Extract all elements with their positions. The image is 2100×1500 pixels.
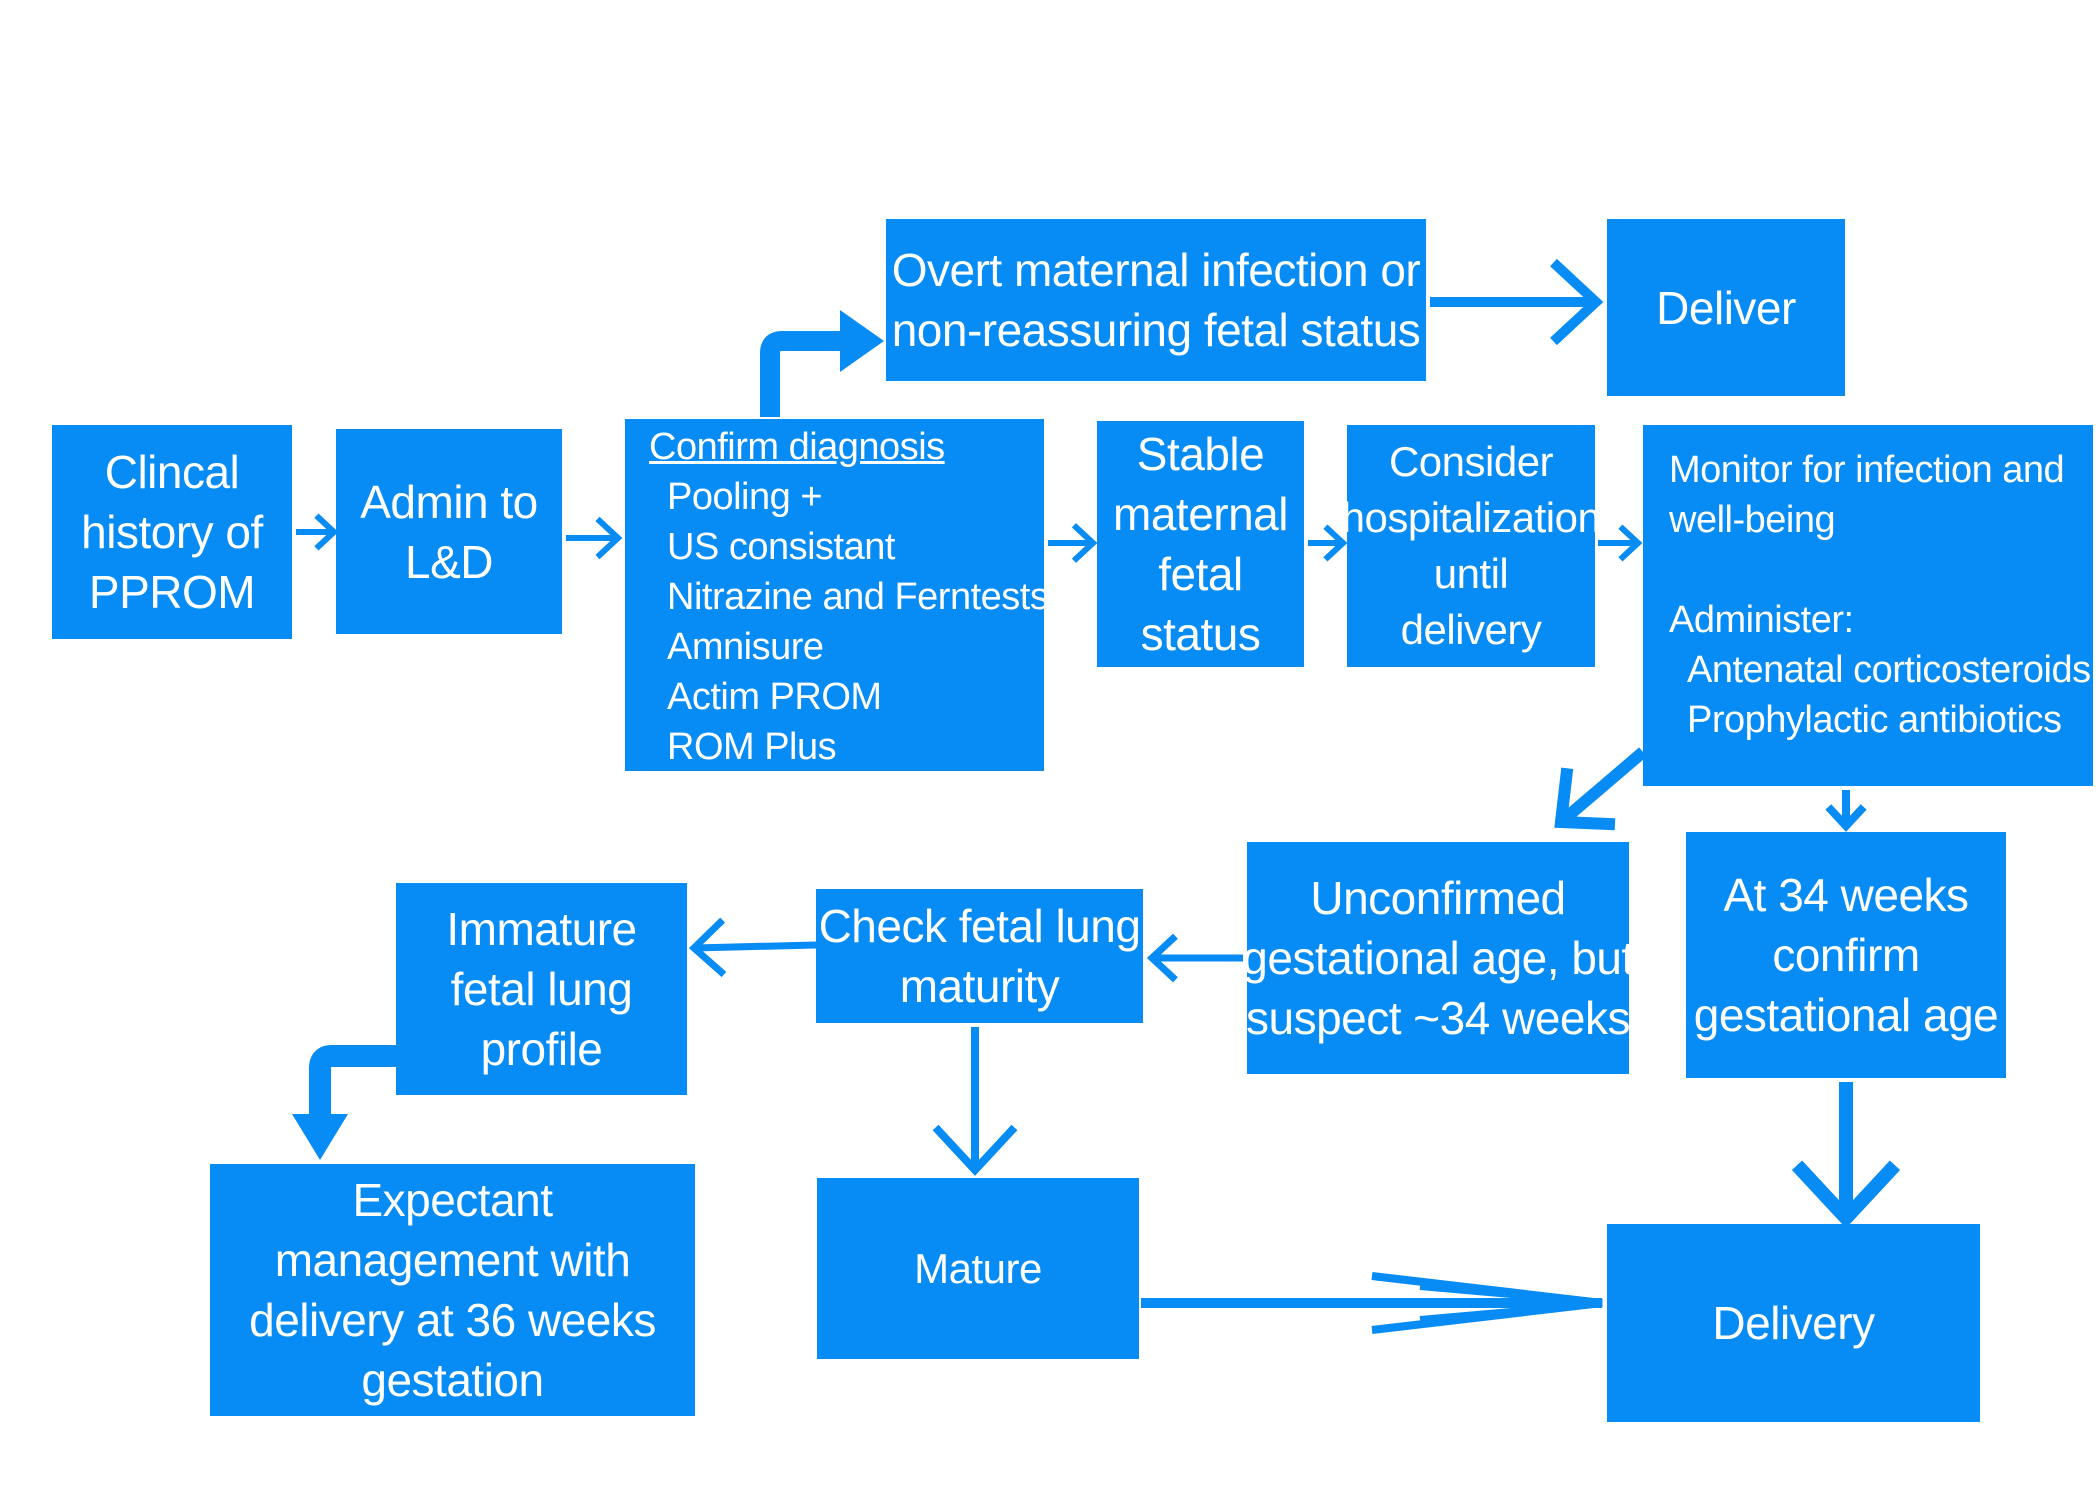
node-clinical-history: Clincal history of PPROM (52, 425, 292, 639)
node-expectant-line-3: delivery at 36 weeks (249, 1294, 656, 1346)
arrow-confirm-to-overt-shaft (760, 331, 842, 417)
node-at34-line-1: At 34 weeks (1723, 869, 1969, 921)
node-admin-line-1: Admin to (360, 475, 538, 528)
node-at34-line-2: confirm (1772, 929, 1920, 981)
node-clinical-history-line-1: Clincal (104, 446, 240, 498)
node-consider-line-4: delivery (1400, 606, 1542, 653)
node-unconfirmed-gestational-age: Unconfirmed gestational age, but suspect… (1247, 842, 1629, 1074)
arrow-monitor-to-at34-head (1825, 804, 1867, 832)
monitor-item-corticosteroids: Antenatal corticosteroids (1687, 649, 2091, 691)
arrow-confirm-to-stable-head (1071, 523, 1098, 563)
node-expectant-line-4: gestation (361, 1354, 544, 1406)
confirm-item-nitrazine: Nitrazine and Ferntests (667, 576, 1044, 618)
node-expectant-line-1: Expectant (352, 1174, 553, 1226)
node-admin-line-2: L&D (405, 535, 493, 588)
node-clinical-history-line-3: PPROM (88, 566, 256, 618)
arrow-check-to-immature-head (688, 917, 727, 978)
monitor-line-1: Monitor for infection and (1669, 449, 2065, 491)
node-monitor-administer: Monitor for infection and well-being Adm… (1643, 425, 2093, 786)
node-unconfirmed-line-1: Unconfirmed (1310, 872, 1566, 924)
arrow-monitor-to-unconfirmed-head (1554, 767, 1616, 831)
node-mature: Mature (817, 1178, 1139, 1359)
arrow-stable-to-consider-head (1323, 524, 1348, 562)
confirm-diagnosis-heading: Confirm diagnosis (649, 426, 945, 468)
node-deliver-label: Deliver (1656, 281, 1796, 334)
confirm-item-amnisure: Amnisure (667, 626, 824, 668)
arrow-check-to-mature-head (932, 1124, 1018, 1176)
node-expectant-line-2: management with (274, 1234, 631, 1286)
confirm-item-us: US consistant (667, 526, 895, 568)
node-consider-line-1: Consider (1388, 438, 1554, 485)
arrow-immature-to-expectant-head (292, 1114, 348, 1160)
node-stable-line-2: maternal (1113, 488, 1288, 540)
arrow-consider-to-monitor-head (1618, 524, 1643, 562)
node-delivery: Delivery (1607, 1224, 1980, 1422)
arrow-mature-to-delivery-head-inner (1419, 1284, 1603, 1322)
node-immature-line-3: profile (480, 1023, 603, 1075)
confirm-item-pooling: Pooling + (667, 476, 823, 518)
node-stable-line-1: Stable (1136, 428, 1265, 480)
node-at34-line-3: gestational age (1693, 989, 1999, 1041)
node-check-line-1: Check fetal lung (818, 900, 1141, 952)
node-delivery-label: Delivery (1712, 1297, 1875, 1349)
node-clinical-history-line-2: history of (81, 506, 263, 558)
node-expectant-management: Expectant management with delivery at 36… (210, 1164, 695, 1416)
arrow-monitor-to-unconfirmed-shaft (1557, 747, 1647, 827)
node-immature-profile: Immature fetal lung profile (396, 883, 687, 1095)
arrow-unconfirmed-to-check-head (1146, 933, 1178, 983)
node-stable-line-4: status (1140, 608, 1261, 660)
arrow-at34-to-delivery-head (1791, 1160, 1901, 1229)
monitor-administer-label: Administer: (1669, 599, 1854, 641)
node-mature-label: Mature (914, 1244, 1042, 1292)
node-consider-line-2: hospitalization (1347, 494, 1595, 541)
arrow-confirm-to-overt-head (840, 310, 884, 372)
node-overt-line-2: non-reassuring fetal status (891, 304, 1421, 356)
arrow-check-to-immature-shaft (693, 941, 817, 952)
node-immature-line-1: Immature (446, 903, 637, 955)
arrow-overt-to-deliver-head (1550, 258, 1604, 346)
confirm-item-romplus: ROM Plus (667, 726, 837, 768)
node-consider-line-3: until (1433, 550, 1509, 597)
node-stable-status: Stable maternal fetal status (1097, 421, 1304, 667)
node-stable-line-3: fetal (1158, 548, 1243, 600)
node-check-line-2: maturity (899, 960, 1060, 1012)
node-overt-infection: Overt maternal infection or non-reassuri… (886, 219, 1426, 381)
arrow-immature-to-expectant-shaft (309, 1045, 396, 1116)
node-unconfirmed-line-3: suspect ~34 weeks (1247, 992, 1629, 1044)
node-check-fetal-lung: Check fetal lung maturity (816, 889, 1143, 1023)
node-overt-line-1: Overt maternal infection or (891, 244, 1421, 296)
monitor-item-antibiotics: Prophylactic antibiotics (1687, 699, 2062, 741)
arrow-history-to-admin-head (314, 513, 339, 551)
node-unconfirmed-line-2: gestational age, but (1247, 932, 1629, 984)
monitor-line-2: well-being (1669, 499, 1836, 541)
node-deliver: Deliver (1607, 219, 1845, 396)
node-confirm-diagnosis: Confirm diagnosis Pooling + US consistan… (625, 419, 1044, 771)
arrow-admin-to-confirm-head (595, 516, 623, 560)
node-at-34-weeks: At 34 weeks confirm gestational age (1686, 832, 2006, 1078)
node-consider-hospitalization: Consider hospitalization until delivery (1347, 425, 1595, 667)
node-immature-line-2: fetal lung (450, 963, 633, 1015)
node-admin-to-ld: Admin to L&D (336, 429, 562, 634)
confirm-item-actim: Actim PROM (667, 676, 882, 718)
